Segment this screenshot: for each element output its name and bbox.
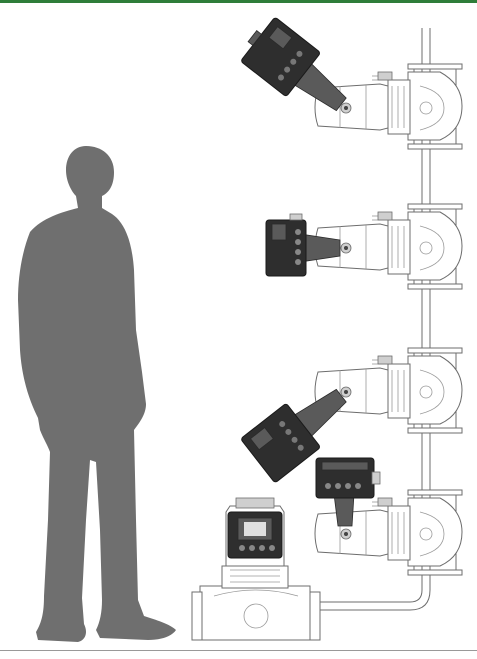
top-rule (0, 0, 477, 3)
floor-line (0, 650, 477, 651)
person-silhouette (18, 146, 176, 642)
pump-riser-1-tilted-down (241, 17, 463, 150)
pump-floor-standing (191, 497, 321, 641)
pump-riser-2-horizontal (265, 203, 463, 290)
pump-riser-4-vertical (314, 457, 463, 576)
pump-riser-3-tilted-up (241, 347, 463, 483)
